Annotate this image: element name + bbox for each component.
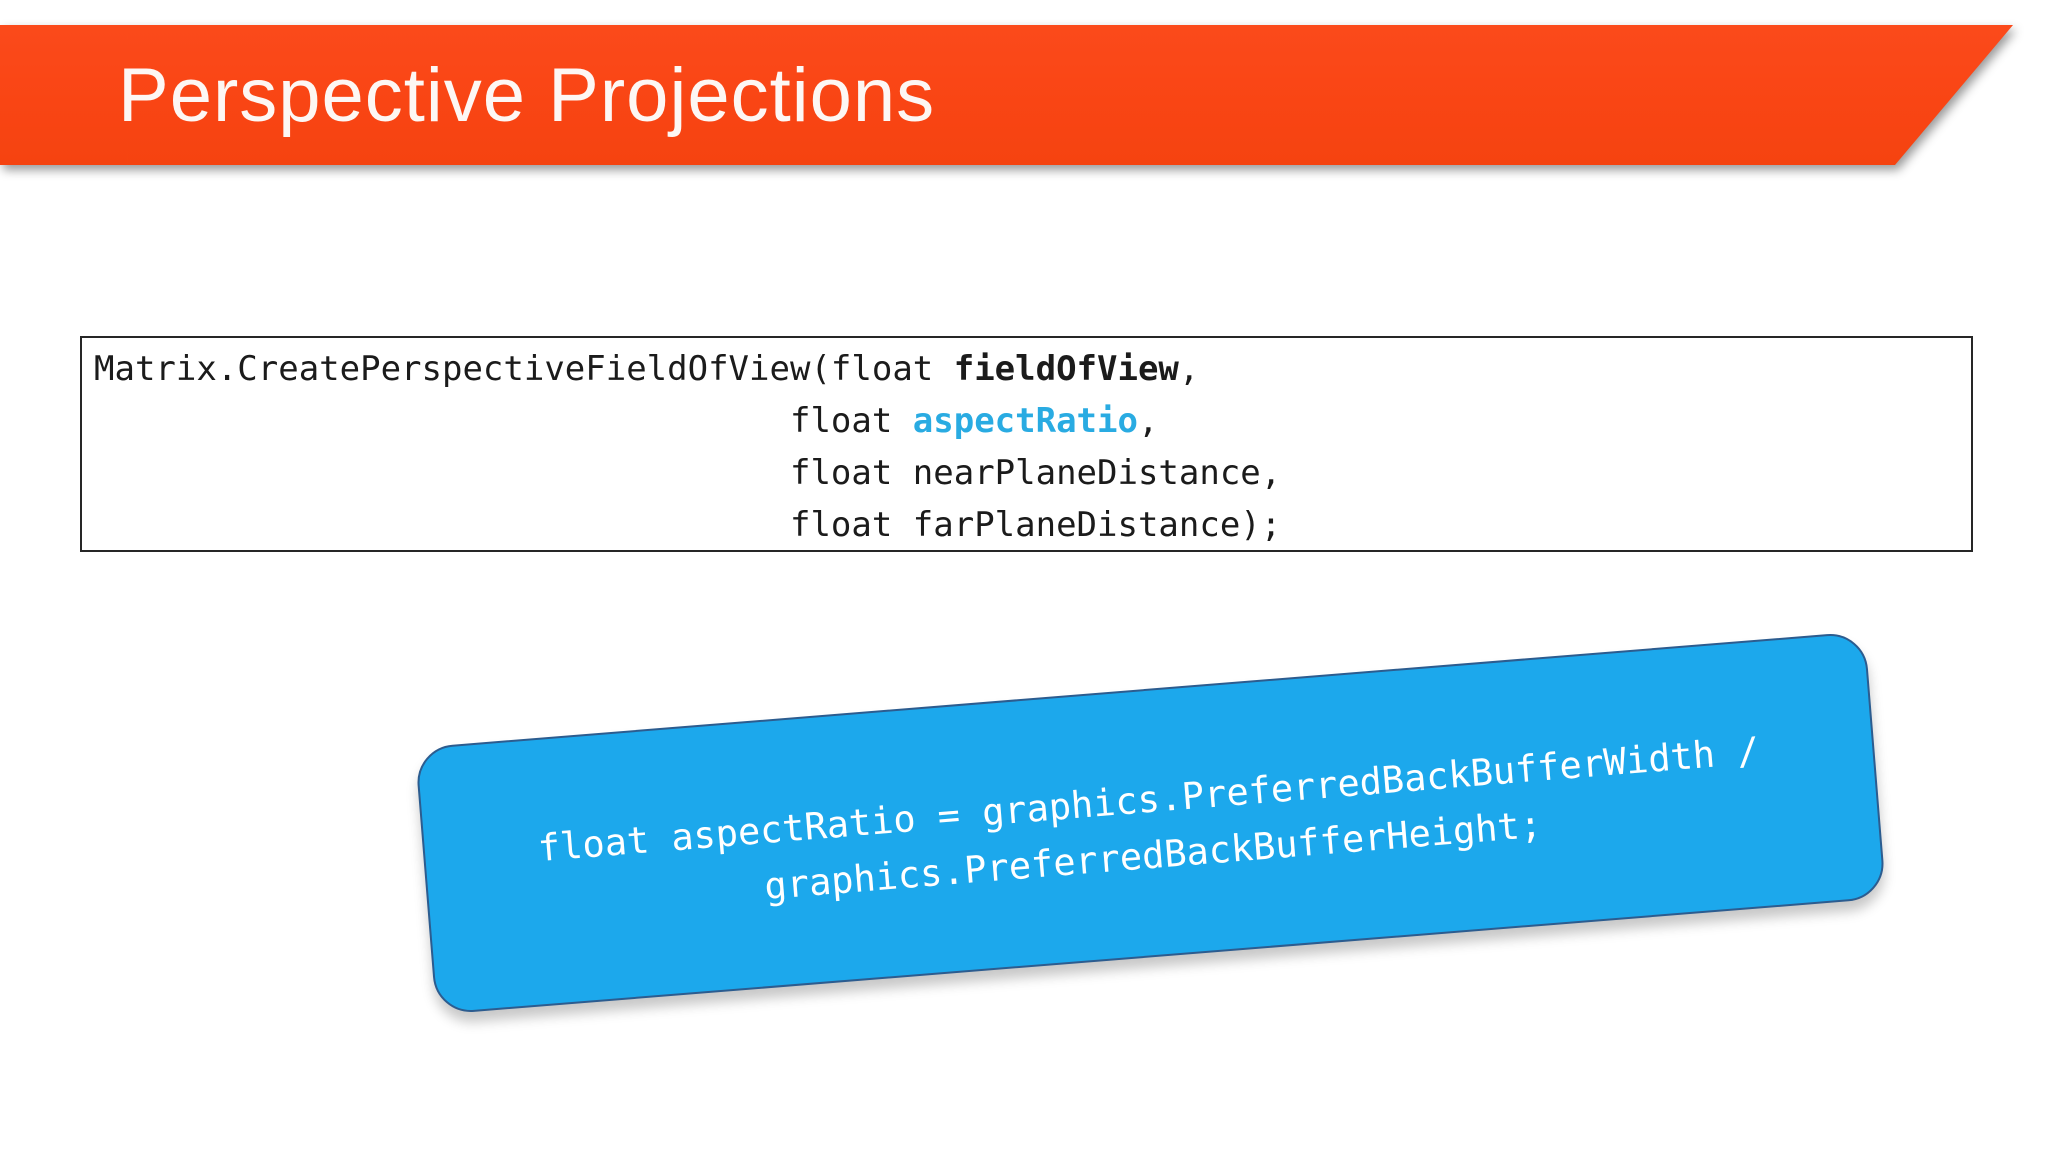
- code-segment: Matrix.CreatePerspectiveFieldOfView(floa…: [94, 349, 954, 389]
- title-banner: Perspective Projections: [0, 25, 2013, 165]
- code-line-4: float farPlaneDistance);: [94, 505, 1282, 545]
- slide-title: Perspective Projections: [118, 52, 936, 138]
- code-line-1: Matrix.CreatePerspectiveFieldOfView(floa…: [94, 343, 1971, 395]
- callout-box: float aspectRatio = graphics.PreferredBa…: [414, 631, 1887, 1015]
- code-segment: ,: [1137, 401, 1159, 441]
- title-banner-shape: Perspective Projections: [0, 25, 2013, 165]
- code-highlighted-param: aspectRatio: [912, 401, 1138, 441]
- code-box: Matrix.CreatePerspectiveFieldOfView(floa…: [80, 336, 1973, 552]
- code-line-3: float nearPlaneDistance,: [94, 453, 1282, 493]
- code-segment: float: [94, 401, 913, 441]
- code-segment: ,: [1178, 349, 1200, 389]
- code-text: Matrix.CreatePerspectiveFieldOfView(floa…: [82, 338, 1971, 551]
- code-line-2: float aspectRatio,: [94, 395, 1971, 447]
- code-bold-param: fieldOfView: [953, 349, 1179, 389]
